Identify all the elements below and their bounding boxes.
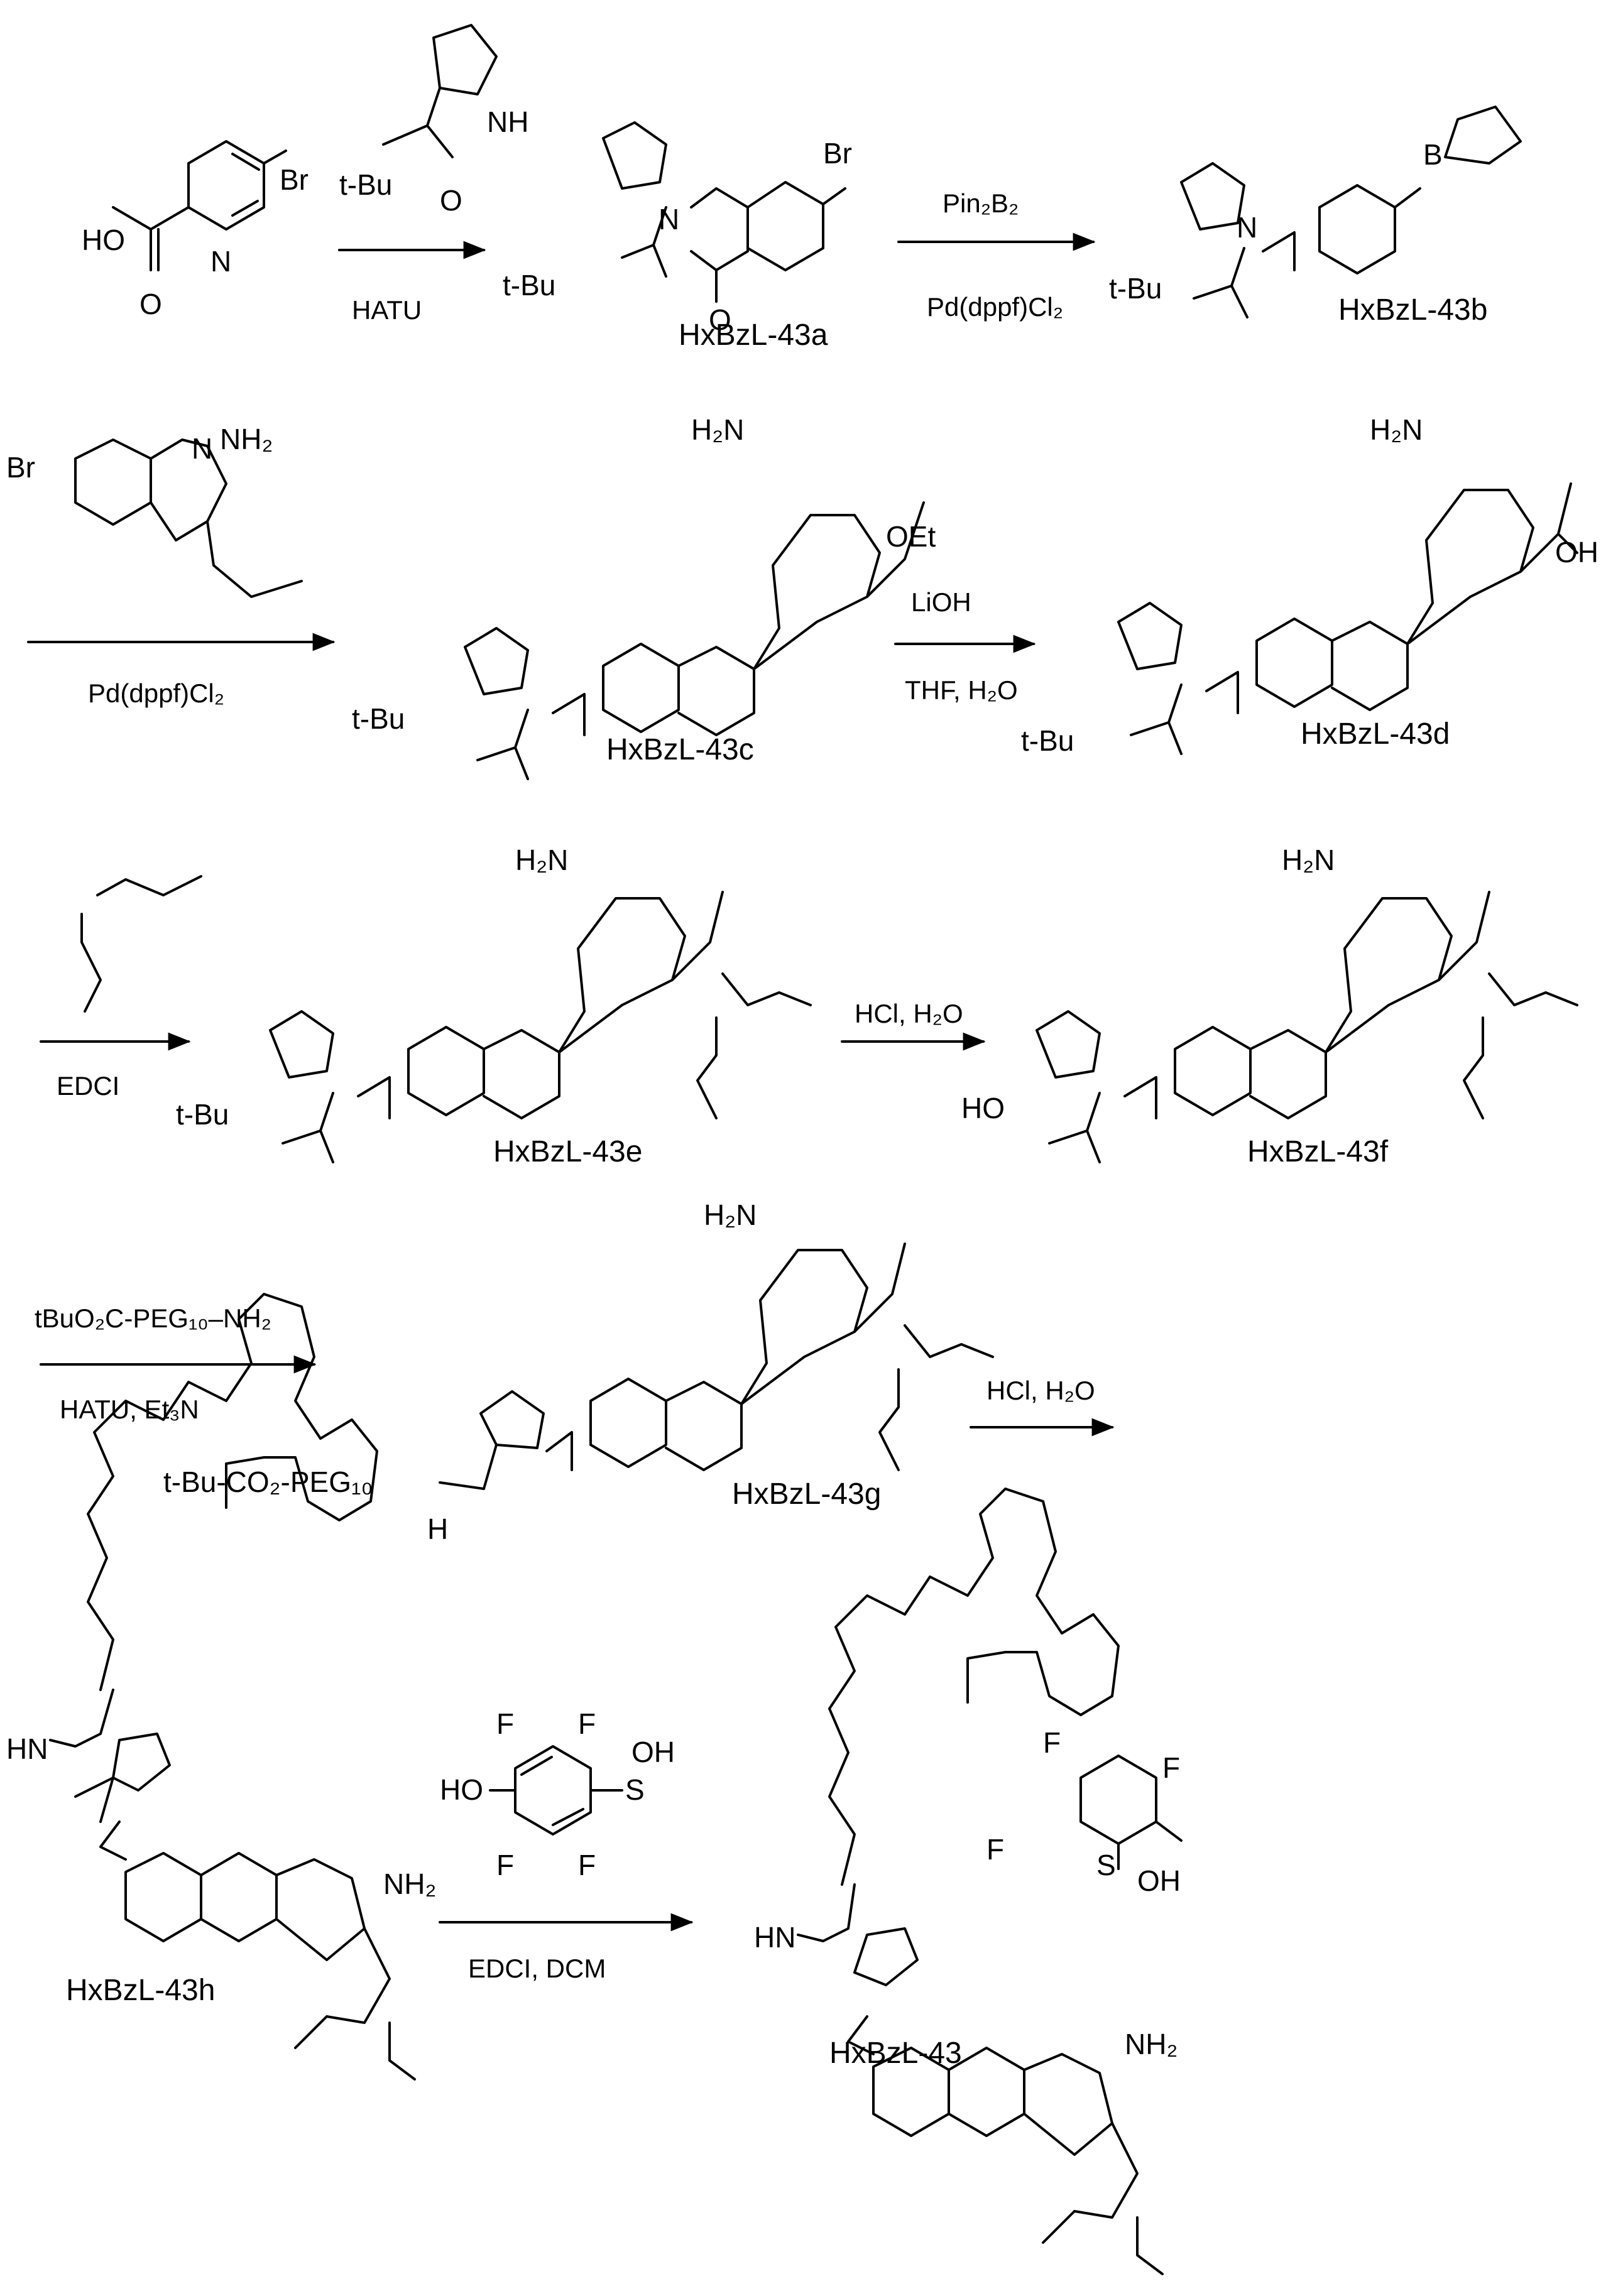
atom-label: t-Bu [1109, 272, 1162, 305]
compound-43d-structure [1118, 484, 1577, 754]
step-4-above: LiOH [911, 587, 971, 618]
atom-label: OH [631, 1736, 675, 1768]
compound-43e-structure [270, 892, 811, 1162]
alkoxyamine-reagent [82, 876, 201, 1011]
atom-label: HO [82, 224, 125, 256]
atom-label: F [578, 1707, 596, 1740]
step-8-above: HCl, H₂O [986, 1376, 1095, 1406]
compound-43f-structure [1037, 892, 1577, 1162]
atom-label: H₂N [691, 413, 744, 446]
atom-label: t-Bu [1021, 724, 1074, 757]
step-6-above: HCl, H₂O [855, 999, 963, 1029]
atom-label: F [496, 1707, 514, 1740]
atom-label: N [1237, 211, 1257, 244]
step-5-below: EDCI [57, 1071, 119, 1101]
compound-label-43g: HxBzL-43g [732, 1479, 881, 1510]
atom-label: B [1423, 138, 1443, 171]
atom-label: HN [754, 1921, 795, 1954]
atom-label: H [427, 1513, 448, 1545]
atom-label: t-Bu [352, 702, 405, 735]
compound-label-43b: HxBzL-43b [1338, 295, 1487, 325]
compound-label-43f: HxBzL-43f [1247, 1137, 1388, 1167]
compound-label-43h: HxBzL-43h [66, 1976, 215, 2006]
bromo-benzazepine-reagent [75, 440, 302, 597]
atom-label: H₂N [1282, 844, 1335, 876]
step-7-above: tBuO₂C-PEG₁₀–NH₂ [35, 1303, 271, 1334]
start-material-bromopicolinic-acid [113, 141, 286, 270]
atom-label: NH [487, 106, 528, 138]
atom-label: OH [1555, 536, 1598, 569]
atom-label: O [139, 288, 162, 320]
step-2-above: Pin₂B₂ [943, 188, 1019, 219]
step-4-below: THF, H₂O [905, 675, 1018, 705]
step-1-below: HATU [352, 295, 422, 325]
proline-tbu-ester-reagent [383, 25, 496, 157]
compound-43-structure [798, 1489, 1181, 2274]
atom-label: F [1043, 1726, 1061, 1759]
atom-label: F [986, 1833, 1004, 1866]
atom-label: H₂N [704, 1199, 757, 1231]
atom-label: Br [280, 163, 309, 196]
atom-label: Br [6, 451, 35, 484]
atom-label: HN [6, 1733, 48, 1765]
atom-label: OEt [886, 520, 936, 553]
atom-label: N [210, 245, 231, 278]
atom-label: F [496, 1849, 514, 1881]
atom-label: F [1162, 1751, 1180, 1784]
atom-label: S [625, 1773, 645, 1806]
tetrafluoro-hydroxybenzenesulfonic-acid [490, 1746, 622, 1834]
compound-label-43c: HxBzL-43c [606, 735, 754, 765]
step-7-below: HATU, Et₃N [60, 1395, 199, 1425]
atom-label: HO [440, 1773, 483, 1806]
atom-label: S [1096, 1849, 1116, 1881]
atom-label: F [578, 1849, 596, 1881]
atom-label: HO [961, 1092, 1005, 1124]
atom-label: H₂N [1370, 413, 1423, 446]
compound-label-43: HxBzL-43 [829, 2038, 962, 2069]
atom-label: OH [1137, 1864, 1181, 1897]
compound-label-43e: HxBzL-43e [493, 1137, 642, 1167]
atom-label: t-Bu [339, 168, 392, 201]
step-3-below: Pd(dppf)Cl₂ [88, 678, 224, 709]
atom-label: O [440, 184, 462, 217]
compound-43g-structure [440, 1244, 993, 1489]
atom-label: NH₂ [1125, 2028, 1178, 2060]
compound-43b-structure [1181, 107, 1521, 317]
compound-label-43d: HxBzL-43d [1301, 719, 1450, 749]
atom-label: N [658, 203, 679, 236]
compound-43a-structure [603, 122, 845, 302]
atom-label: NH₂ [220, 423, 273, 455]
step-9-below: EDCI, DCM [468, 1954, 606, 1984]
atom-label: t-Bu-CO₂-PEG₁₀ [163, 1466, 373, 1498]
atom-label: NH₂ [383, 1868, 436, 1900]
atom-label: N [192, 432, 212, 465]
compound-label-43a: HxBzL-43a [679, 320, 828, 351]
atom-label: Br [823, 137, 852, 170]
step-2-below: Pd(dppf)Cl₂ [927, 292, 1063, 322]
atom-label: H₂N [515, 844, 568, 876]
atom-label: t-Bu [176, 1098, 229, 1131]
atom-label: t-Bu [503, 269, 555, 302]
